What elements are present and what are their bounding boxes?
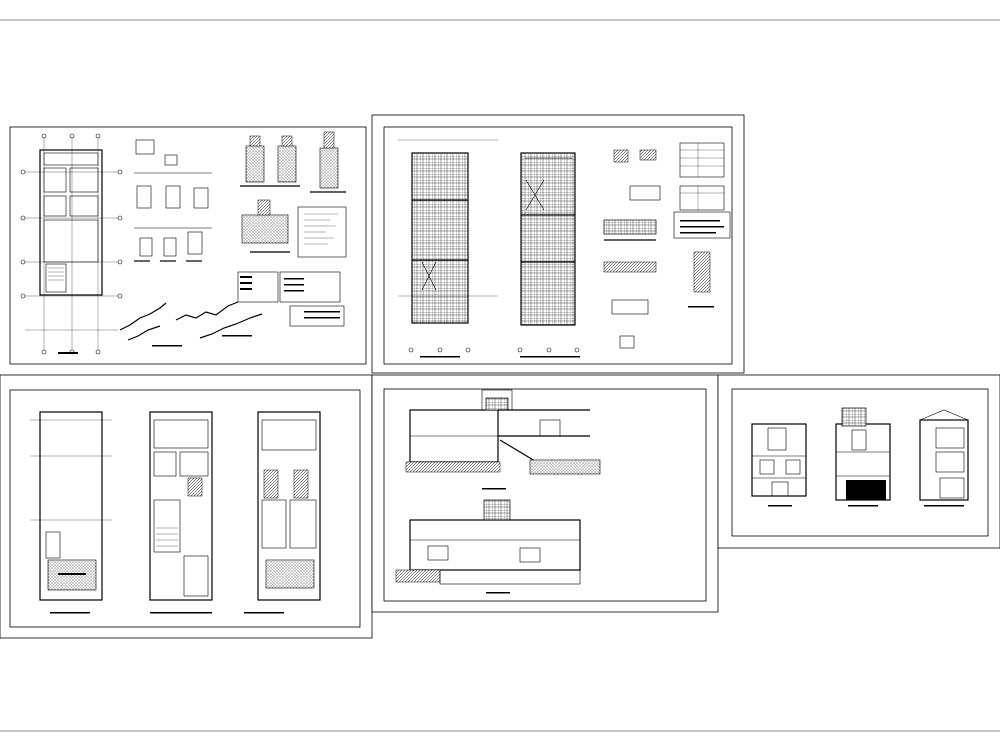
column-details [134, 139, 212, 262]
slab-plan-left [398, 139, 498, 358]
footing-sections [240, 131, 346, 253]
section-a [405, 389, 601, 490]
sheet-sections [371, 374, 719, 613]
sheet-floor-plans [0, 374, 373, 639]
elevation-front [751, 423, 807, 507]
beam-details [603, 149, 661, 349]
sheet-foundations-details [9, 126, 367, 365]
plan-first-floor [149, 411, 213, 614]
sheet-slab-reinforcement [371, 114, 745, 374]
plan-ground [30, 411, 112, 614]
elevation-lateral [919, 409, 969, 507]
reinforcement-tables [673, 142, 731, 308]
elevation-section [835, 407, 891, 507]
section-b [395, 499, 581, 594]
slab-plan-right [517, 152, 580, 358]
stair-details [119, 301, 263, 347]
notes-tables [237, 206, 347, 327]
sheet-elevations [717, 374, 1000, 549]
foundation-plan [20, 133, 123, 355]
plan-second-floor [244, 411, 321, 614]
